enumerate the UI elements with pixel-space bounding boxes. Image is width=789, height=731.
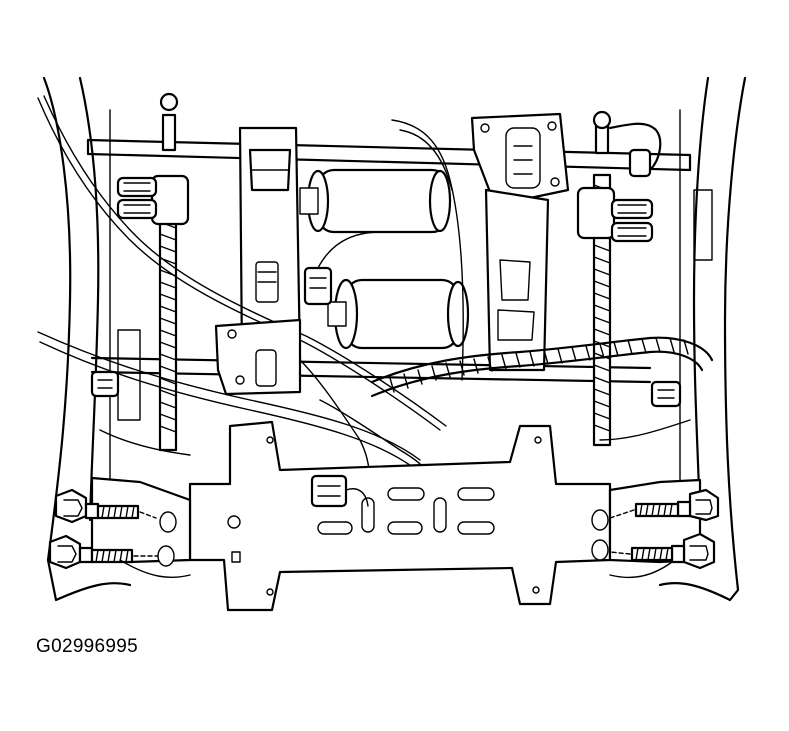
wiring-harness xyxy=(370,336,714,398)
harness-connector xyxy=(310,474,369,508)
right-rod-end xyxy=(650,380,682,408)
left-upper-bolt xyxy=(54,488,157,524)
right-lower-bolt xyxy=(609,532,716,570)
right-clip-connector xyxy=(576,186,654,243)
upper-cross-rod xyxy=(86,138,692,172)
left-rod-end xyxy=(90,370,120,398)
center-left-bracket xyxy=(214,318,302,396)
motor-connector xyxy=(303,231,381,306)
center-vertical-track xyxy=(238,126,302,362)
upper-right-bracket xyxy=(470,112,570,200)
right-vertical-track xyxy=(484,188,550,372)
seat-frame-outline xyxy=(42,76,747,602)
upper-motor xyxy=(299,168,452,234)
right-screw-shaft xyxy=(592,110,612,447)
right-upper-bolt xyxy=(609,488,720,522)
lower-motor xyxy=(327,278,470,350)
figure-code: G02996995 xyxy=(36,636,139,657)
lower-cross-rod xyxy=(90,356,652,384)
upper-right-cable-end xyxy=(608,122,662,178)
left-clip-connector xyxy=(116,174,190,226)
right-side-bracket xyxy=(591,478,702,564)
left-lower-bolt xyxy=(48,534,159,570)
left-side-bracket xyxy=(90,476,192,567)
frame-bottom xyxy=(99,419,691,579)
